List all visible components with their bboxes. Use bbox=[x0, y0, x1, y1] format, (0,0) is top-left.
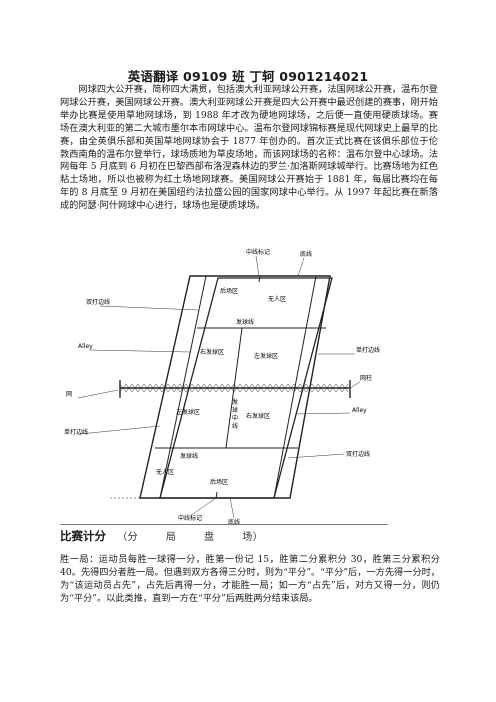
scoring-sub-set: 盘 bbox=[204, 532, 215, 543]
scoring-heading: 比赛计分 bbox=[60, 529, 106, 543]
scoring-heading-row: 比赛计分 （分 局 盘 场） bbox=[60, 528, 440, 544]
label-alley-left: Alley bbox=[78, 343, 93, 350]
scoring-sub-game: 局 bbox=[165, 532, 177, 543]
label-left-service-bottom: 左发球区 bbox=[176, 408, 200, 416]
label-singles-sideline-right: 单打边线 bbox=[356, 346, 380, 354]
intro-paragraph: 网球四大公开赛，简称四大满贯，包括澳大利亚网球公开赛，法国网球公开赛，温布尔登网… bbox=[60, 84, 438, 212]
label-right-service-bottom: 右发球区 bbox=[246, 412, 270, 420]
label-center-mark-top: 中线标记 bbox=[246, 248, 270, 256]
label-service-line-bottom: 发球线 bbox=[180, 452, 198, 460]
net-mesh bbox=[119, 380, 351, 398]
tennis-court-diagram: 中线标记 底线 后场区 无人区 双打边线 发球线 Alley 右发球区 左发球区… bbox=[60, 248, 440, 526]
label-baseline-top: 底线 bbox=[300, 250, 312, 258]
label-center-mark-bottom: 中线标记 bbox=[178, 514, 202, 522]
label-alley-right: Alley bbox=[352, 407, 367, 414]
court-lines bbox=[120, 275, 350, 499]
divider bbox=[60, 524, 388, 525]
svg-text:中: 中 bbox=[232, 414, 238, 422]
label-service-line-top: 发球线 bbox=[236, 318, 254, 326]
label-singles-sideline-left: 单打边线 bbox=[64, 428, 88, 436]
label-noman-bottom: 无人区 bbox=[156, 469, 174, 476]
label-backcourt-bottom: 后场区 bbox=[210, 478, 228, 486]
label-right-service-top: 左发球区 bbox=[254, 352, 278, 360]
page-title: 英语翻译 09109 班 丁轲 0901214021 bbox=[127, 69, 369, 84]
svg-text:线: 线 bbox=[232, 422, 238, 430]
scoring-text: 胜一局：运动员每胜一球得一分，胜第一份记 15，胜第二分累积分 30，胜第三分累… bbox=[60, 554, 440, 604]
svg-text:发: 发 bbox=[232, 398, 238, 406]
scoring-subtitle: （分 局 盘 场） bbox=[117, 532, 287, 543]
scoring-sub-match: 场） bbox=[242, 532, 264, 543]
scoring-sub-point: （分 bbox=[117, 532, 139, 543]
svg-text:球: 球 bbox=[232, 406, 238, 414]
label-noman-top: 无人区 bbox=[268, 296, 286, 303]
label-doubles-sideline: 双打边线 bbox=[86, 298, 110, 306]
label-backcourt-top: 后场区 bbox=[220, 287, 238, 295]
label-left-service-top: 右发球区 bbox=[200, 348, 224, 356]
label-net-post: 网柱 bbox=[360, 374, 372, 382]
label-baseline-bottom: 底线 bbox=[228, 518, 240, 526]
label-doubles-sideline-right: 双打边线 bbox=[346, 450, 370, 458]
label-net: 网 bbox=[66, 391, 72, 398]
